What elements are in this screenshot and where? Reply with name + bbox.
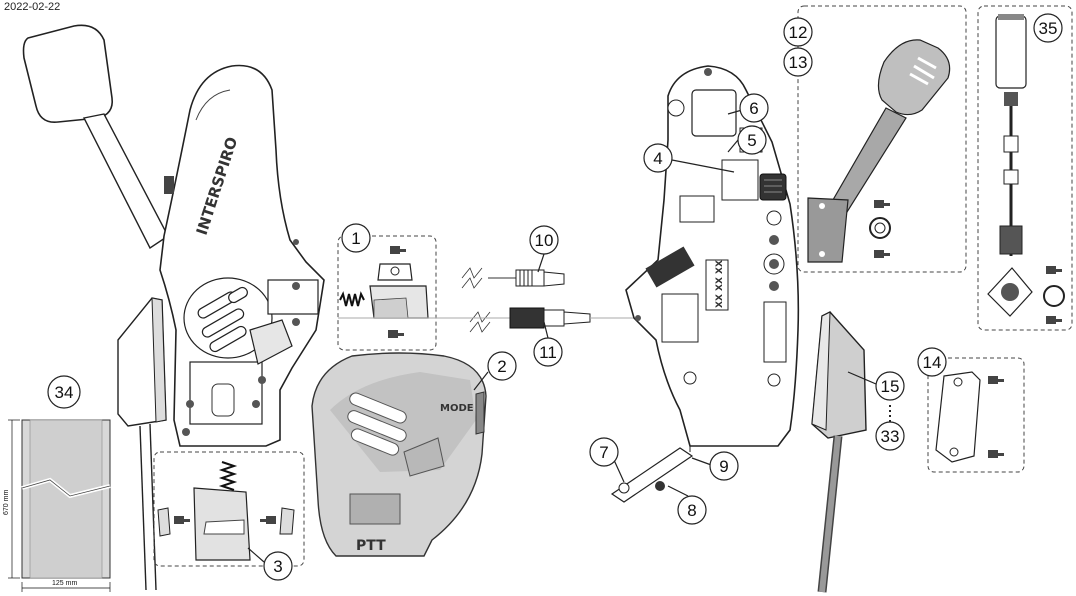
callout-14: 14 <box>917 347 947 377</box>
lever-shaft <box>82 113 169 250</box>
callout-13: 13 <box>783 47 813 77</box>
callout-9-label: 9 <box>719 457 728 476</box>
callout-34-label: 34 <box>55 383 74 402</box>
callout-13-label: 13 <box>789 53 808 72</box>
callout-12-label: 12 <box>789 23 808 42</box>
part-box-1 <box>337 235 437 351</box>
callout-8: 8 <box>677 495 707 525</box>
callout-7: 7 <box>589 437 619 467</box>
right-handle-inside: XX XX XX <box>610 65 800 503</box>
callout-1: 1 <box>341 223 371 253</box>
width-dimension: 125 mm <box>52 580 77 587</box>
grip-vents <box>183 277 273 359</box>
callout-2: 2 <box>487 351 517 381</box>
callout-4: 4 <box>643 143 673 173</box>
callout-34: 34 <box>47 375 81 409</box>
callout-10: 10 <box>529 225 559 255</box>
date-stamp: 2022-02-22 <box>4 1 61 13</box>
part-box-14 <box>927 357 1025 473</box>
callout-12: 12 <box>783 17 813 47</box>
callout-7-label: 7 <box>599 443 608 462</box>
serial-label: XX XX XX <box>715 260 725 308</box>
height-dimension: 670 mm <box>3 490 10 515</box>
left-shoulder-pad <box>117 297 167 591</box>
callout-3-label: 3 <box>273 557 282 576</box>
callout-3: 3 <box>263 551 293 581</box>
part-box-3 <box>153 451 305 567</box>
callout-33-label: 33 <box>881 427 900 446</box>
callout-11-label: 11 <box>539 343 557 362</box>
callout-5: 5 <box>737 125 767 155</box>
callout-5-label: 5 <box>747 131 756 150</box>
cable-connectors <box>338 267 636 333</box>
callout-8-label: 8 <box>687 501 696 520</box>
part-box-12 <box>797 5 967 273</box>
callout-4-label: 4 <box>653 149 662 168</box>
lever-grip <box>22 24 114 123</box>
callout-35-label: 35 <box>1039 19 1058 38</box>
left-handle-assembly: INTERSPIRO <box>22 24 325 447</box>
callout-33: 33 <box>875 421 905 451</box>
tube-sleeve: 670 mm 125 mm <box>3 419 111 592</box>
callout-35: 35 <box>1033 13 1063 43</box>
callout-6-label: 6 <box>749 99 758 118</box>
callout-9: 9 <box>709 451 739 481</box>
grip-cover: MODE PTT <box>311 352 487 557</box>
callout-11: 11 <box>533 337 563 367</box>
ptt-label: PTT <box>356 538 386 554</box>
right-shoulder-pad <box>811 311 867 593</box>
callout-6: 6 <box>739 93 769 123</box>
part-box-35 <box>977 5 1073 331</box>
callout-1-label: 1 <box>351 229 360 248</box>
callout-10-label: 10 <box>535 231 554 250</box>
mode-label: MODE <box>440 403 474 414</box>
callout-2-label: 2 <box>497 357 506 376</box>
callout-15: 15 <box>875 371 905 401</box>
callout-14-label: 14 <box>923 353 942 372</box>
callout-15-label: 15 <box>881 377 900 396</box>
